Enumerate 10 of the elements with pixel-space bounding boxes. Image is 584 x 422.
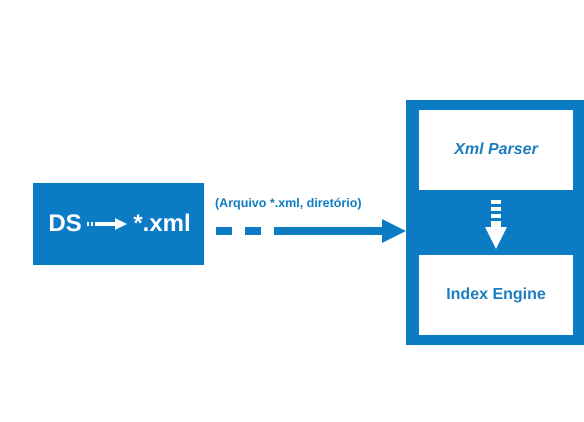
node-text: Index Engine: [446, 286, 546, 304]
arrow: [87, 218, 127, 230]
container-box: [406, 100, 584, 345]
process-box: [419, 110, 573, 190]
node-text: Xml Parser: [454, 141, 538, 159]
container-box: [33, 183, 204, 265]
node-text: DS: [48, 210, 82, 238]
node-text: *.xml: [133, 210, 191, 238]
edge-label: (Arquivo *.xml, diretório): [215, 196, 362, 210]
process-box: [419, 255, 573, 335]
